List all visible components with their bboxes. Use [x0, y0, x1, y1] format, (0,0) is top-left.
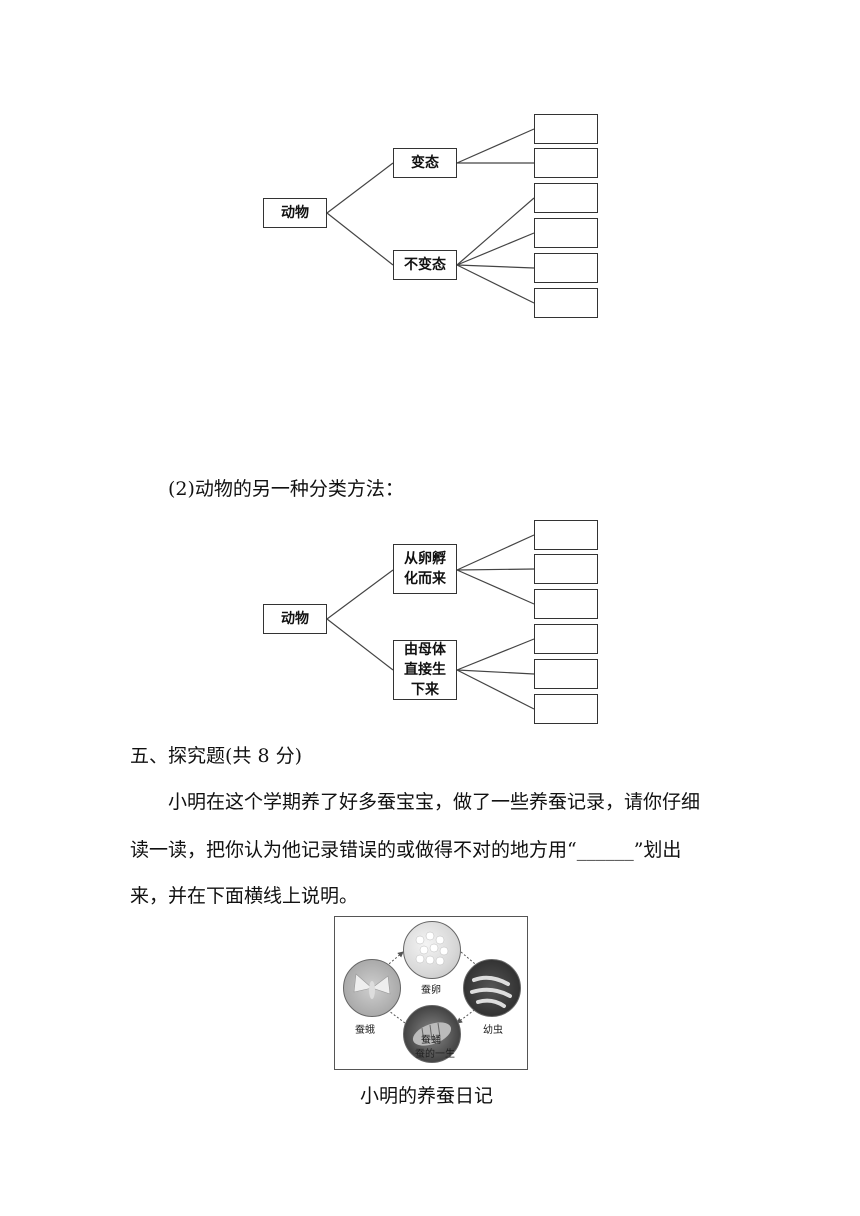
diagram1-root-box: 动物	[263, 198, 327, 228]
paragraph-line-3: 来，并在下面横线上说明。	[130, 885, 359, 907]
answer-box[interactable]	[534, 218, 598, 248]
silkworm-egg-image	[403, 921, 461, 979]
answer-box[interactable]	[534, 253, 598, 283]
diagram1-metamorphosis-box: 变态	[393, 148, 457, 178]
silkworm-larva-image	[463, 959, 521, 1017]
answer-box[interactable]	[534, 148, 598, 178]
question-2-label: (2)动物的另一种分类方法：	[168, 478, 404, 500]
silkworm-pupa-image	[403, 1005, 461, 1063]
larva-icon	[470, 975, 512, 1008]
diagram2-root-box: 动物	[263, 604, 327, 634]
moth-label: 蚕蛾	[355, 1025, 375, 1036]
silkworm-lifecycle-figure: 蚕卵 幼虫 蚕蛹 蚕的一生 蚕蛾	[334, 916, 528, 1070]
cycle-title: 蚕的一生	[415, 1049, 455, 1060]
pupa-icon	[412, 1022, 452, 1046]
diagram2-viviparous-box: 由母体直接生下来	[393, 640, 457, 700]
answer-box[interactable]	[534, 183, 598, 213]
diagram1-no-metamorphosis-box: 不变态	[393, 250, 457, 280]
paragraph-line-2: 读一读，把你认为他记录错误的或做得不对的地方用“______”划出	[130, 839, 682, 861]
answer-box[interactable]	[534, 659, 598, 689]
answer-box[interactable]	[534, 554, 598, 584]
silkworm-moth-image	[343, 959, 401, 1017]
section-5-title: 五、探究题(共 8 分)	[130, 745, 302, 767]
answer-box[interactable]	[534, 589, 598, 619]
pupa-label: 蚕蛹	[421, 1035, 441, 1046]
paragraph-line-1: 小明在这个学期养了好多蚕宝宝，做了一些养蚕记录，请你仔细	[168, 791, 701, 813]
answer-box[interactable]	[534, 694, 598, 724]
answer-box[interactable]	[534, 624, 598, 654]
diagram2-oviparous-box: 从卵孵化而来	[393, 544, 457, 594]
egg-label: 蚕卵	[421, 985, 441, 996]
answer-box[interactable]	[534, 288, 598, 318]
figure-caption: 小明的养蚕日记	[360, 1085, 494, 1107]
answer-box[interactable]	[534, 520, 598, 550]
answer-box[interactable]	[534, 114, 598, 144]
eggs-icon	[415, 931, 449, 966]
larva-label: 幼虫	[483, 1025, 503, 1036]
moth-icon	[353, 973, 391, 999]
